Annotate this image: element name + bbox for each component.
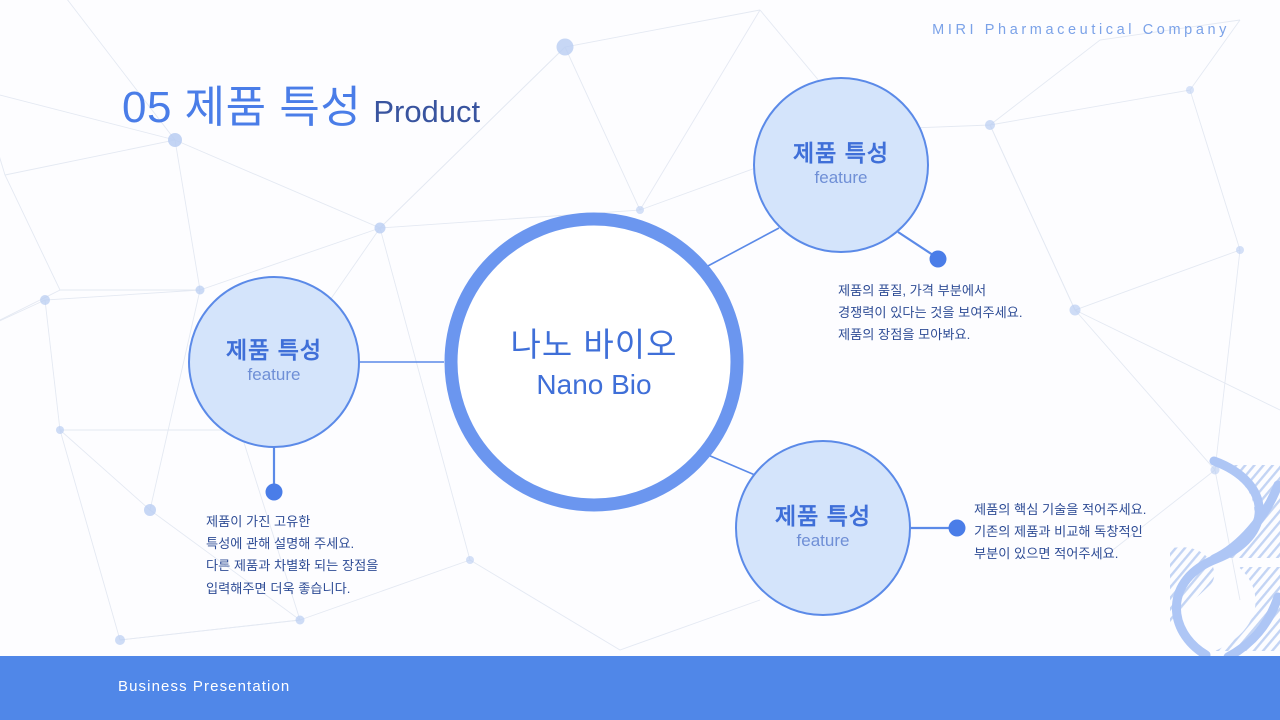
description-bottom-right-line-3: 부분이 있으면 적어주세요. (974, 546, 1119, 562)
description-top-right-line-1: 제품의 품질, 가격 부분에서 (838, 283, 987, 298)
footer-bar (0, 656, 1280, 720)
description-top-right-line-3: 제품의 장점을 모아봐요. (838, 327, 971, 343)
footer-label: Business Presentation (118, 678, 291, 695)
connector-center-to-bottom-right (707, 454, 763, 479)
description-bottom-right: 제품의 핵심 기술을 적어주세요. 기존의 제품과 비교해 독창적인 부분이 있… (974, 499, 1146, 566)
leader-dot-bottom-left (265, 483, 283, 501)
node-circle-top-right (753, 77, 929, 253)
page-title-korean: 05 제품 특성 (122, 83, 362, 132)
description-bottom-left-line-3: 다른 제품과 차별화 되는 장점을 (206, 558, 379, 574)
node-circle-bottom-right (735, 440, 911, 616)
leader-dot-bottom-right (948, 519, 966, 537)
description-top-right-line-2: 경쟁력이 있다는 것을 보여주세요. (838, 305, 1023, 321)
description-top-right: 제품의 품질, 가격 부분에서 경쟁력이 있다는 것을 보여주세요. 제품의 장… (838, 280, 1023, 347)
connector-center-to-top-right (705, 227, 780, 268)
description-bottom-right-line-2: 기존의 제품과 비교해 독창적인 (974, 524, 1143, 540)
page-title-english: Product (373, 94, 481, 129)
description-bottom-left: 제품이 가진 고유한 특성에 관해 설명해 주세요. 다른 제품과 차별화 되는… (206, 511, 378, 600)
description-bottom-left-line-2: 특성에 관해 설명해 주세요. (206, 536, 355, 552)
dna-helix-decoration (1170, 456, 1280, 660)
description-bottom-left-line-1: 제품이 가진 고유한 (206, 514, 311, 529)
description-bottom-right-line-1: 제품의 핵심 기술을 적어주세요. (974, 502, 1147, 517)
leader-dot-top-right (929, 250, 947, 268)
company-header: MIRI Pharmaceutical Company (932, 22, 1230, 38)
page-title: 05 제품 특성 Product (122, 86, 480, 130)
node-circle-left (188, 276, 360, 448)
description-bottom-left-line-4: 입력해주면 더욱 좋습니다. (206, 580, 351, 596)
center-node-circle (444, 212, 744, 512)
leader-line-top-right (897, 231, 937, 258)
